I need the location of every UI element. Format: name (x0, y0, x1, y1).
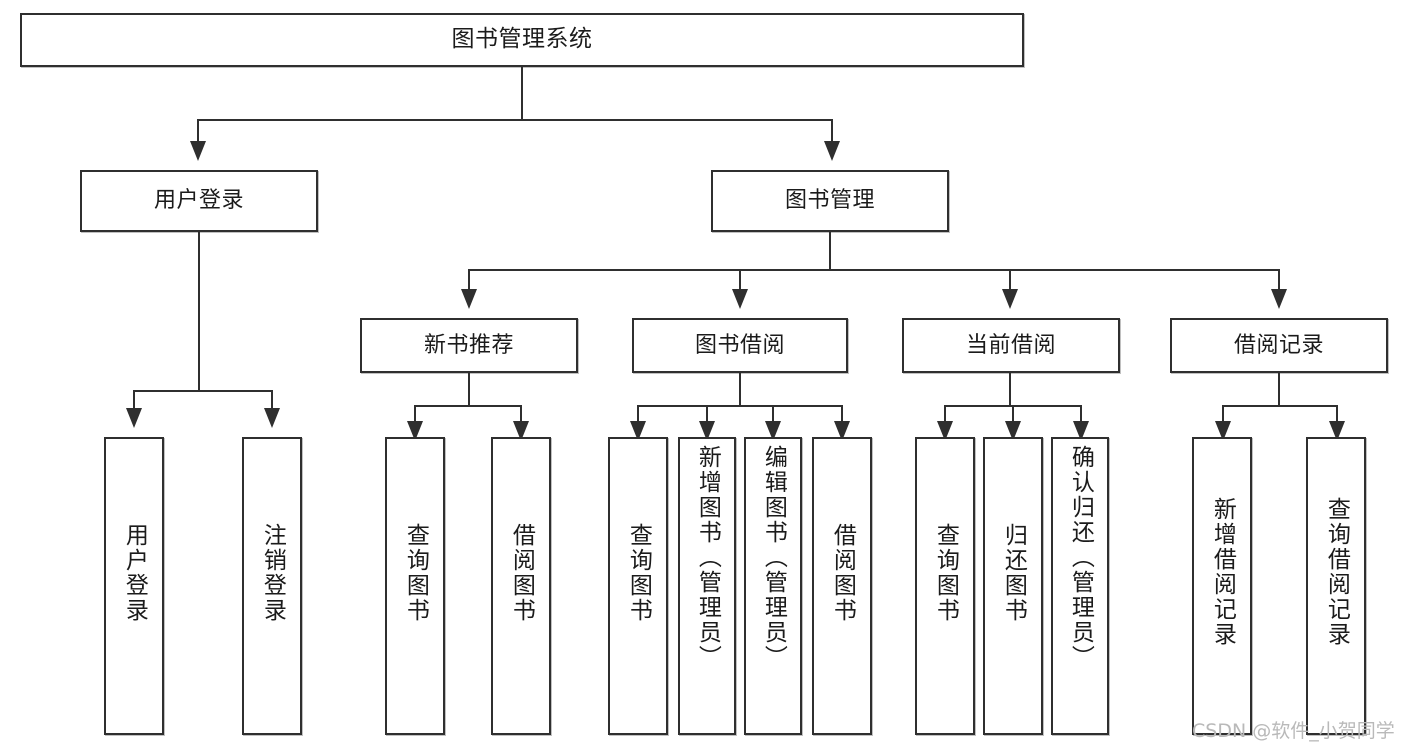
leaf-logout[interactable]: 注销登录 (242, 437, 302, 735)
node-user-login[interactable]: 用户登录 (80, 170, 318, 232)
connector-level1-drop-0 (197, 119, 199, 145)
connector-borrow-bus (637, 405, 843, 407)
leaf-confirm-return-admin[interactable]: 确认归还（管理员） (1051, 437, 1109, 735)
arrowhead-records-1 (1329, 421, 1345, 441)
arrowhead-records-0 (1215, 421, 1231, 441)
leaf-user-login[interactable]: 用户登录 (104, 437, 164, 735)
node-label: 借阅图书 (829, 523, 856, 623)
arrowhead-level2-0 (461, 289, 477, 309)
arrowhead-userlogin-0 (126, 408, 142, 428)
connector-newbook-stem (468, 373, 470, 406)
arrowhead-level2-2 (1002, 289, 1018, 309)
arrowhead-borrow-1 (699, 421, 715, 441)
leaf-add-book-admin[interactable]: 新增图书（管理员） (678, 437, 736, 735)
arrowhead-newbook-0 (407, 421, 423, 441)
arrowhead-newbook-1 (513, 421, 529, 441)
connector-borrow-drop-0 (637, 405, 639, 423)
connector-borrow-drop-2 (772, 405, 774, 423)
node-label: 确认归还（管理员） (1067, 445, 1094, 670)
arrowhead-current-0 (937, 421, 953, 441)
node-label: 编辑图书（管理员） (760, 445, 787, 670)
node-label: 查询图书 (402, 523, 429, 623)
node-label: 图书借阅 (694, 332, 785, 358)
connector-level2-drop-3 (1278, 269, 1280, 291)
node-label: 查询借阅记录 (1323, 497, 1350, 647)
node-label: 借阅记录 (1233, 332, 1324, 358)
leaf-edit-book-admin[interactable]: 编辑图书（管理员） (744, 437, 802, 735)
node-label: 用户登录 (153, 188, 244, 214)
node-label: 用户登录 (121, 523, 148, 623)
connector-level2-drop-1 (739, 269, 741, 291)
connector-borrow-drop-1 (706, 405, 708, 423)
node-label: 新增图书（管理员） (694, 445, 721, 670)
connector-borrow-stem (739, 373, 741, 406)
node-label: 当前借阅 (965, 332, 1056, 358)
arrowhead-current-2 (1073, 421, 1089, 441)
connector-root-stem (521, 67, 523, 119)
connector-current-drop-1 (1012, 405, 1014, 423)
leaf-query-borrow-record[interactable]: 查询借阅记录 (1306, 437, 1366, 735)
node-label: 注销登录 (259, 523, 286, 623)
arrowhead-level2-3 (1271, 289, 1287, 309)
node-book-borrowing[interactable]: 图书借阅 (632, 318, 848, 373)
arrowhead-userlogin-1 (264, 408, 280, 428)
connector-records-drop-1 (1336, 405, 1338, 423)
node-new-book-recommendation[interactable]: 新书推荐 (360, 318, 578, 373)
connector-userlogin-drop-0 (133, 390, 135, 410)
leaf-query-books-current[interactable]: 查询图书 (915, 437, 975, 735)
node-label: 新增借阅记录 (1209, 497, 1236, 647)
connector-current-stem (1009, 373, 1011, 406)
leaf-query-books-borrow[interactable]: 查询图书 (608, 437, 668, 735)
leaf-add-borrow-record[interactable]: 新增借阅记录 (1192, 437, 1252, 735)
connector-current-drop-0 (944, 405, 946, 423)
connector-records-stem (1278, 373, 1280, 406)
node-current-borrowing[interactable]: 当前借阅 (902, 318, 1120, 373)
node-label: 图书管理系统 (451, 26, 593, 53)
connector-level2-drop-0 (468, 269, 470, 291)
connector-current-drop-2 (1080, 405, 1082, 423)
node-label: 新书推荐 (423, 332, 514, 358)
leaf-query-books-newbook[interactable]: 查询图书 (385, 437, 445, 735)
arrowhead-level1-0 (190, 141, 206, 161)
connector-level2-bus (468, 269, 1280, 271)
arrowhead-borrow-2 (765, 421, 781, 441)
node-book-management[interactable]: 图书管理 (711, 170, 949, 232)
node-label: 查询图书 (625, 523, 652, 623)
connector-userlogin-bus (133, 390, 273, 392)
node-label: 借阅图书 (508, 523, 535, 623)
connector-userlogin-stem (198, 232, 200, 392)
connector-records-drop-0 (1222, 405, 1224, 423)
arrowhead-level1-1 (824, 141, 840, 161)
connector-level1-drop-1 (831, 119, 833, 145)
arrowhead-level2-1 (732, 289, 748, 309)
connector-borrow-drop-3 (841, 405, 843, 423)
connector-level1-bus (197, 119, 833, 121)
leaf-borrow-books-newbook[interactable]: 借阅图书 (491, 437, 551, 735)
connector-newbook-drop-0 (414, 405, 416, 423)
node-root-book-management-system[interactable]: 图书管理系统 (20, 13, 1024, 67)
connector-records-bus (1222, 405, 1338, 407)
connector-newbook-drop-1 (520, 405, 522, 423)
node-borrowing-records[interactable]: 借阅记录 (1170, 318, 1388, 373)
arrowhead-borrow-0 (630, 421, 646, 441)
connector-bookmgmt-stem (829, 232, 831, 270)
arrowhead-borrow-3 (834, 421, 850, 441)
node-label: 查询图书 (932, 523, 959, 623)
arrowhead-current-1 (1005, 421, 1021, 441)
node-label: 归还图书 (1000, 523, 1027, 623)
connector-newbook-bus (414, 405, 522, 407)
node-label: 图书管理 (784, 188, 875, 214)
leaf-borrow-books-borrow[interactable]: 借阅图书 (812, 437, 872, 735)
leaf-return-books[interactable]: 归还图书 (983, 437, 1043, 735)
connector-level2-drop-2 (1009, 269, 1011, 291)
connector-userlogin-drop-1 (271, 390, 273, 410)
